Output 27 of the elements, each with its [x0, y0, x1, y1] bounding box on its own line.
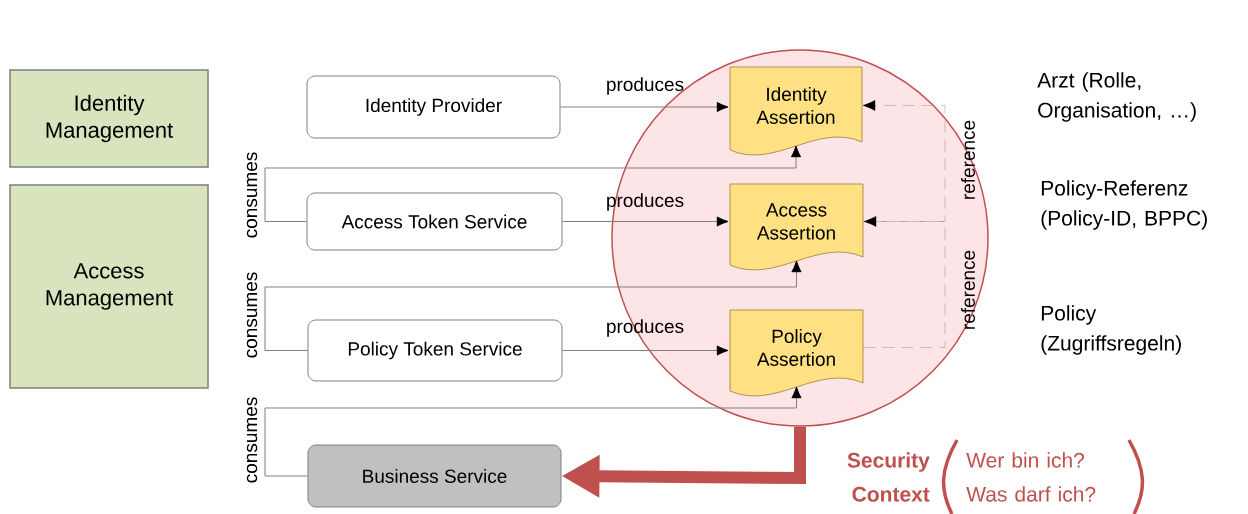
- context-title: Security Context: [847, 452, 930, 502]
- arrow: [264, 386, 802, 477]
- arrow: [863, 216, 946, 348]
- context-questions: Wer bin ich? Was darf ich?: [966, 452, 1096, 502]
- edge-label: consumes: [246, 152, 258, 238]
- arrow: [264, 260, 802, 351]
- edge-label: reference: [961, 250, 975, 329]
- arrow: [264, 145, 802, 222]
- edge-label: produces: [607, 193, 684, 211]
- annotation: Arzt (Rolle, Organisation, …): [1037, 72, 1196, 122]
- arrow: [562, 345, 729, 356]
- arrow: [560, 101, 729, 113]
- edge-label: produces: [607, 77, 684, 95]
- edge-label: consumes: [246, 397, 258, 483]
- group-box: Identity Management: [9, 69, 209, 168]
- annotation: Policy (Zugriffsregeln): [1041, 305, 1181, 355]
- arrow: [862, 100, 946, 222]
- group-box: Access Management: [9, 184, 209, 389]
- arrow: [562, 216, 729, 227]
- edge-label: reference: [961, 120, 975, 199]
- process-box: Policy Token Service: [307, 319, 563, 382]
- annotation: Policy-Referenz (Policy-ID, BPPC): [1041, 180, 1207, 230]
- process-box: Access Token Service: [306, 192, 563, 251]
- process-box: Business Service: [307, 444, 562, 508]
- process-box: Identity Provider: [306, 75, 561, 139]
- edge-label: consumes: [246, 272, 258, 358]
- edge-label: produces: [607, 319, 684, 337]
